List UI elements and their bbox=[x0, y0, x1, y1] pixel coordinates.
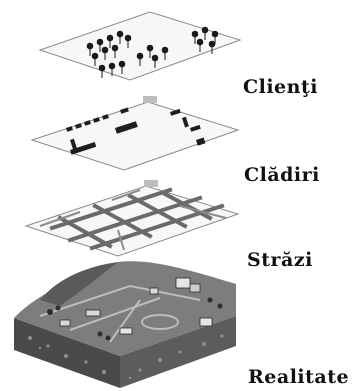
map-pin-icon bbox=[91, 52, 99, 66]
building-block-icon bbox=[65, 126, 73, 132]
building-block-icon bbox=[182, 116, 189, 128]
map-pin-icon bbox=[111, 44, 119, 58]
map-pin-icon bbox=[191, 30, 199, 44]
map-pin-icon bbox=[101, 46, 109, 60]
building-block-icon-group bbox=[65, 107, 206, 155]
streets-layer bbox=[24, 180, 240, 257]
building-block-icon bbox=[115, 121, 138, 134]
map-pin-icon bbox=[151, 54, 159, 68]
map-pin-icon bbox=[201, 26, 209, 40]
map-pin-icon bbox=[98, 64, 106, 78]
clients-layer bbox=[38, 11, 242, 81]
map-pin-icon bbox=[136, 52, 144, 66]
building-block-icon bbox=[84, 120, 91, 126]
label-reality: Realitate bbox=[248, 366, 350, 388]
building-block-icon bbox=[70, 138, 78, 152]
map-pin-icon bbox=[146, 44, 154, 58]
building-block-icon bbox=[69, 141, 97, 155]
building-block-icon bbox=[119, 107, 129, 114]
street-grid bbox=[49, 187, 225, 251]
terrain-buildings bbox=[59, 277, 213, 335]
building-block-icon bbox=[75, 123, 82, 129]
map-pin-icon bbox=[96, 38, 104, 52]
map-pin-icon bbox=[86, 42, 94, 56]
terrain-rock-texture bbox=[28, 334, 224, 380]
plane-join-marker bbox=[143, 96, 157, 103]
plane-join-marker bbox=[144, 180, 158, 187]
map-pin-icon bbox=[108, 62, 116, 76]
building-block-icon bbox=[170, 108, 181, 116]
map-pin-icon bbox=[196, 38, 204, 52]
terrain-trees bbox=[47, 297, 223, 341]
building-block-icon bbox=[196, 137, 206, 146]
map-pin-icon bbox=[211, 30, 219, 44]
label-buildings: Clădiri bbox=[244, 164, 320, 186]
map-pin-icon bbox=[106, 34, 114, 48]
map-pin-icon bbox=[208, 40, 216, 54]
map-pin-icon bbox=[161, 46, 169, 60]
map-pin-icon bbox=[118, 60, 126, 74]
map-pin-icon bbox=[116, 30, 124, 44]
label-clients: Clienţi bbox=[243, 76, 318, 98]
street-grid-minor bbox=[39, 189, 227, 251]
buildings-plane bbox=[30, 101, 240, 171]
map-pin-icon-group bbox=[86, 26, 219, 78]
terrain-side-right bbox=[120, 316, 236, 388]
reality-layer bbox=[14, 261, 236, 388]
label-streets: Străzi bbox=[247, 249, 313, 271]
terrain-hill bbox=[40, 262, 118, 306]
building-block-icon bbox=[93, 117, 100, 123]
buildings-layer bbox=[30, 96, 240, 171]
terrain-block-icon bbox=[14, 318, 120, 388]
building-block-icon bbox=[190, 124, 201, 132]
terrain-roads bbox=[39, 284, 201, 343]
building-block-icon bbox=[101, 114, 109, 120]
map-pin-icon bbox=[124, 34, 132, 48]
